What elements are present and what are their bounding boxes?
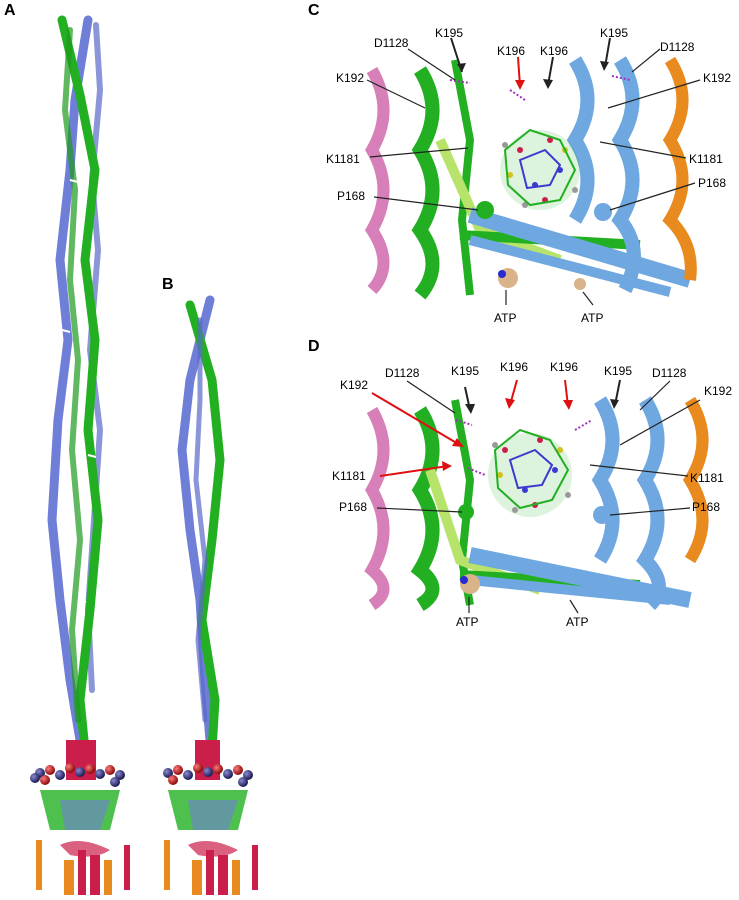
panel-b-coiled-coil	[177, 295, 225, 755]
panel-a-base-complex	[30, 740, 130, 895]
label-c-k1181-left: K1181	[326, 152, 360, 166]
label-c-p168-left: P168	[337, 189, 366, 203]
panel-b-letter: B	[162, 276, 174, 293]
label-d-k192-right: K192	[704, 384, 733, 398]
label-d-d1128-right: D1128	[652, 366, 687, 380]
label-d-p168-left: P168	[339, 500, 368, 514]
label-d-p168-right: P168	[692, 500, 721, 514]
label-c-k192-left: K192	[336, 71, 365, 85]
label-d-d1128-left: D1128	[385, 366, 420, 380]
label-d-k195-right: K195	[604, 364, 633, 378]
panel-c-letter: C	[308, 2, 320, 19]
label-d-k1181-left: K1181	[332, 469, 366, 483]
label-d-k1181-right: K1181	[690, 471, 724, 485]
label-d-k192-left: K192	[340, 378, 369, 392]
label-c-atp-left: ATP	[494, 311, 517, 325]
panel-d-letter: D	[308, 338, 320, 355]
panel-c-structure	[364, 56, 697, 300]
label-c-p168-right: P168	[698, 176, 727, 190]
label-d-k196-right: K196	[550, 360, 579, 374]
label-d-atp-right: ATP	[566, 615, 589, 629]
label-c-k195-left: K195	[435, 26, 464, 40]
panel-c-annotations	[366, 37, 701, 306]
label-c-atp-right: ATP	[581, 311, 604, 325]
label-c-k195-right: K195	[600, 26, 629, 40]
panel-a-coiled-coil	[47, 15, 104, 755]
label-d-k196-left: K196	[500, 360, 529, 374]
label-c-k196-right: K196	[540, 44, 569, 58]
label-c-d1128-right: D1128	[660, 40, 695, 54]
label-d-atp-left: ATP	[456, 615, 479, 629]
label-c-k1181-right: K1181	[689, 152, 723, 166]
label-c-k192-right: K192	[703, 71, 732, 85]
label-c-k196-left: K196	[497, 44, 526, 58]
label-d-k195-left: K195	[451, 364, 480, 378]
panel-d-annotations	[371, 379, 701, 614]
label-c-d1128-left: D1128	[374, 36, 409, 50]
panel-d-structure	[364, 396, 709, 612]
panel-b-base-complex	[163, 740, 258, 895]
panel-a-letter: A	[4, 2, 16, 19]
